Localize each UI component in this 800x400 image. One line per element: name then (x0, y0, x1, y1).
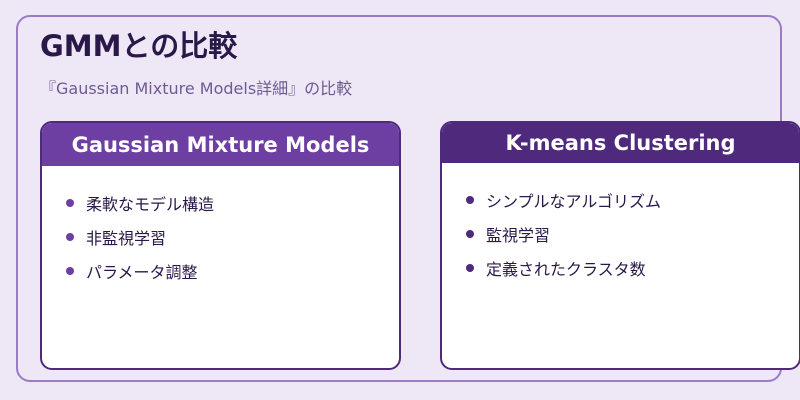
list-item: パラメータ調整 (66, 254, 399, 288)
kmeans-card: K-means Clustering シンプルなアルゴリズム 監視学習 定義され… (440, 121, 800, 370)
bullet-icon (466, 230, 474, 238)
bullet-icon (66, 233, 74, 241)
list-item: 柔軟なモデル構造 (66, 186, 399, 220)
list-item-label: 非監視学習 (86, 229, 167, 248)
list-item-label: シンプルなアルゴリズム (486, 192, 662, 211)
bullet-icon (466, 264, 474, 272)
gmm-item-list: 柔軟なモデル構造 非監視学習 パラメータ調整 (42, 166, 399, 288)
list-item-label: パラメータ調整 (86, 263, 198, 282)
page-subtitle: 『Gaussian Mixture Models詳細』の比較 (40, 79, 353, 98)
bullet-icon (466, 196, 474, 204)
kmeans-card-header: K-means Clustering (442, 123, 799, 163)
page-title: GMMとの比較 (40, 29, 238, 63)
list-item: シンプルなアルゴリズム (466, 183, 799, 217)
kmeans-item-list: シンプルなアルゴリズム 監視学習 定義されたクラスタ数 (442, 163, 799, 285)
gmm-card: Gaussian Mixture Models 柔軟なモデル構造 非監視学習 パ… (40, 121, 401, 370)
list-item-label: 柔軟なモデル構造 (86, 195, 215, 214)
list-item-label: 監視学習 (486, 226, 551, 245)
bullet-icon (66, 267, 74, 275)
list-item: 監視学習 (466, 217, 799, 251)
list-item-label: 定義されたクラスタ数 (486, 260, 646, 279)
gmm-card-header: Gaussian Mixture Models (42, 123, 399, 166)
list-item: 定義されたクラスタ数 (466, 251, 799, 285)
list-item: 非監視学習 (66, 220, 399, 254)
bullet-icon (66, 199, 74, 207)
